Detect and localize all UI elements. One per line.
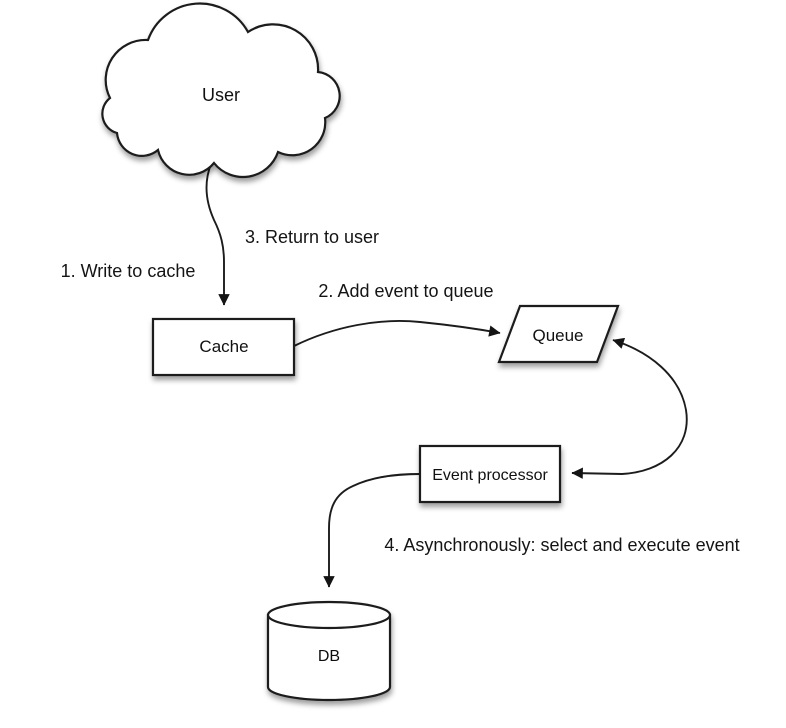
arrow-add-event-to-queue [293,320,501,347]
edge-label-async-execute: 4. Asynchronously: select and execute ev… [384,535,739,555]
edge-label-return-to-user: 3. Return to user [245,227,379,247]
node-db-label: DB [318,648,340,665]
queue-parallelogram [497,304,620,364]
db-cylinder-top [266,600,392,630]
node-cache: Cache [151,317,296,377]
arrow-write-to-cache [205,163,230,306]
node-event-processor-label: Event processor [432,467,548,484]
node-user-label: User [202,85,240,105]
node-event-processor: Event processor [418,444,562,504]
cloud-shape [101,2,341,179]
arrow-async-execute-to-db [323,473,421,588]
cache-box [151,317,296,377]
node-queue: Queue [497,304,620,364]
edge-label-write-to-cache: 1. Write to cache [61,261,196,281]
edge-label-add-event-to-queue: 2. Add event to queue [318,281,493,301]
node-user: User [101,2,341,179]
node-cache-label: Cache [199,337,248,356]
node-queue-label: Queue [532,326,583,345]
event-processor-box [418,444,562,504]
arrow-queue-event-processor [571,337,688,479]
node-db: DB [266,600,392,702]
db-cylinder-body [266,613,392,702]
